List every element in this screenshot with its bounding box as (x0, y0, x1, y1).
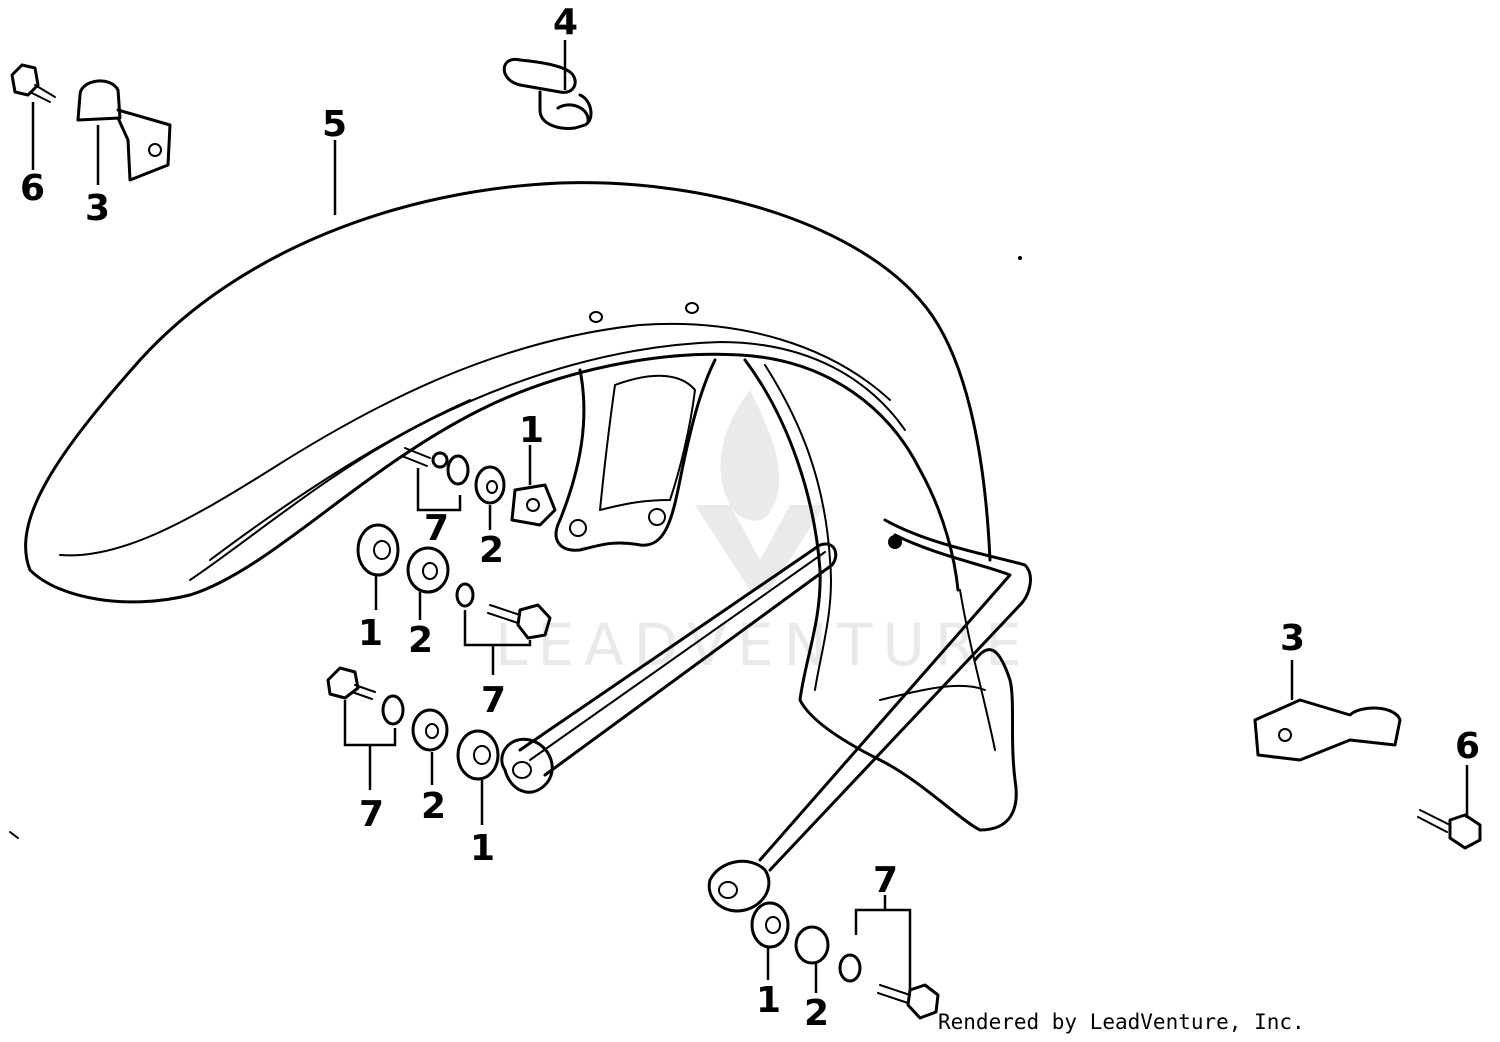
callout-7: 7 (873, 860, 898, 901)
watermark: LEADVENTURE (495, 390, 1032, 679)
cable-clip-part-4 (502, 57, 593, 130)
front-fender (24, 181, 996, 751)
callout-7: 7 (424, 508, 449, 549)
bolt-part-6-top (10, 63, 56, 103)
fender-stay-left (500, 542, 838, 794)
callout-2: 2 (421, 786, 446, 827)
callout-3: 3 (85, 188, 110, 229)
leader-lines (31, 40, 1469, 993)
callout-6: 6 (20, 168, 45, 209)
callout-5: 5 (322, 104, 347, 145)
callout-4: 4 (553, 2, 578, 43)
hardware-set-upper (401, 447, 557, 527)
callout-1: 1 (358, 613, 383, 654)
callout-numbers: 6 3 4 5 1 7 2 1 2 7 7 2 1 3 6 7 1 2 (20, 2, 1480, 1034)
hardware-set-lower-left (326, 666, 500, 781)
callout-2: 2 (479, 530, 504, 571)
scan-speck (1018, 256, 1022, 260)
inner-splash-guard (743, 358, 1018, 832)
callout-1: 1 (470, 828, 495, 869)
hardware-set-lower-right (750, 901, 940, 1020)
watermark-text: LEADVENTURE (495, 611, 1032, 679)
hardware-set-middle (356, 523, 552, 640)
callout-1: 1 (519, 410, 544, 451)
callout-3: 3 (1280, 618, 1305, 659)
clamp-bracket-part-3-right (1253, 698, 1402, 762)
fender-bracket-left (554, 358, 717, 552)
callout-6: 6 (1455, 726, 1480, 767)
scan-speck (9, 831, 19, 839)
callout-2: 2 (804, 993, 829, 1034)
render-credit: Rendered by LeadVenture, Inc. (938, 1010, 1305, 1034)
callout-1: 1 (756, 980, 781, 1021)
watermark-v-icon (695, 505, 825, 590)
watermark-flame-icon (720, 390, 780, 521)
callout-7: 7 (481, 680, 506, 721)
bolt-part-6-right (1417, 809, 1482, 850)
callout-2: 2 (408, 620, 433, 661)
callout-7: 7 (359, 794, 384, 835)
clamp-bracket-part-3-top (76, 79, 172, 182)
fender-stay-right (707, 518, 1032, 913)
